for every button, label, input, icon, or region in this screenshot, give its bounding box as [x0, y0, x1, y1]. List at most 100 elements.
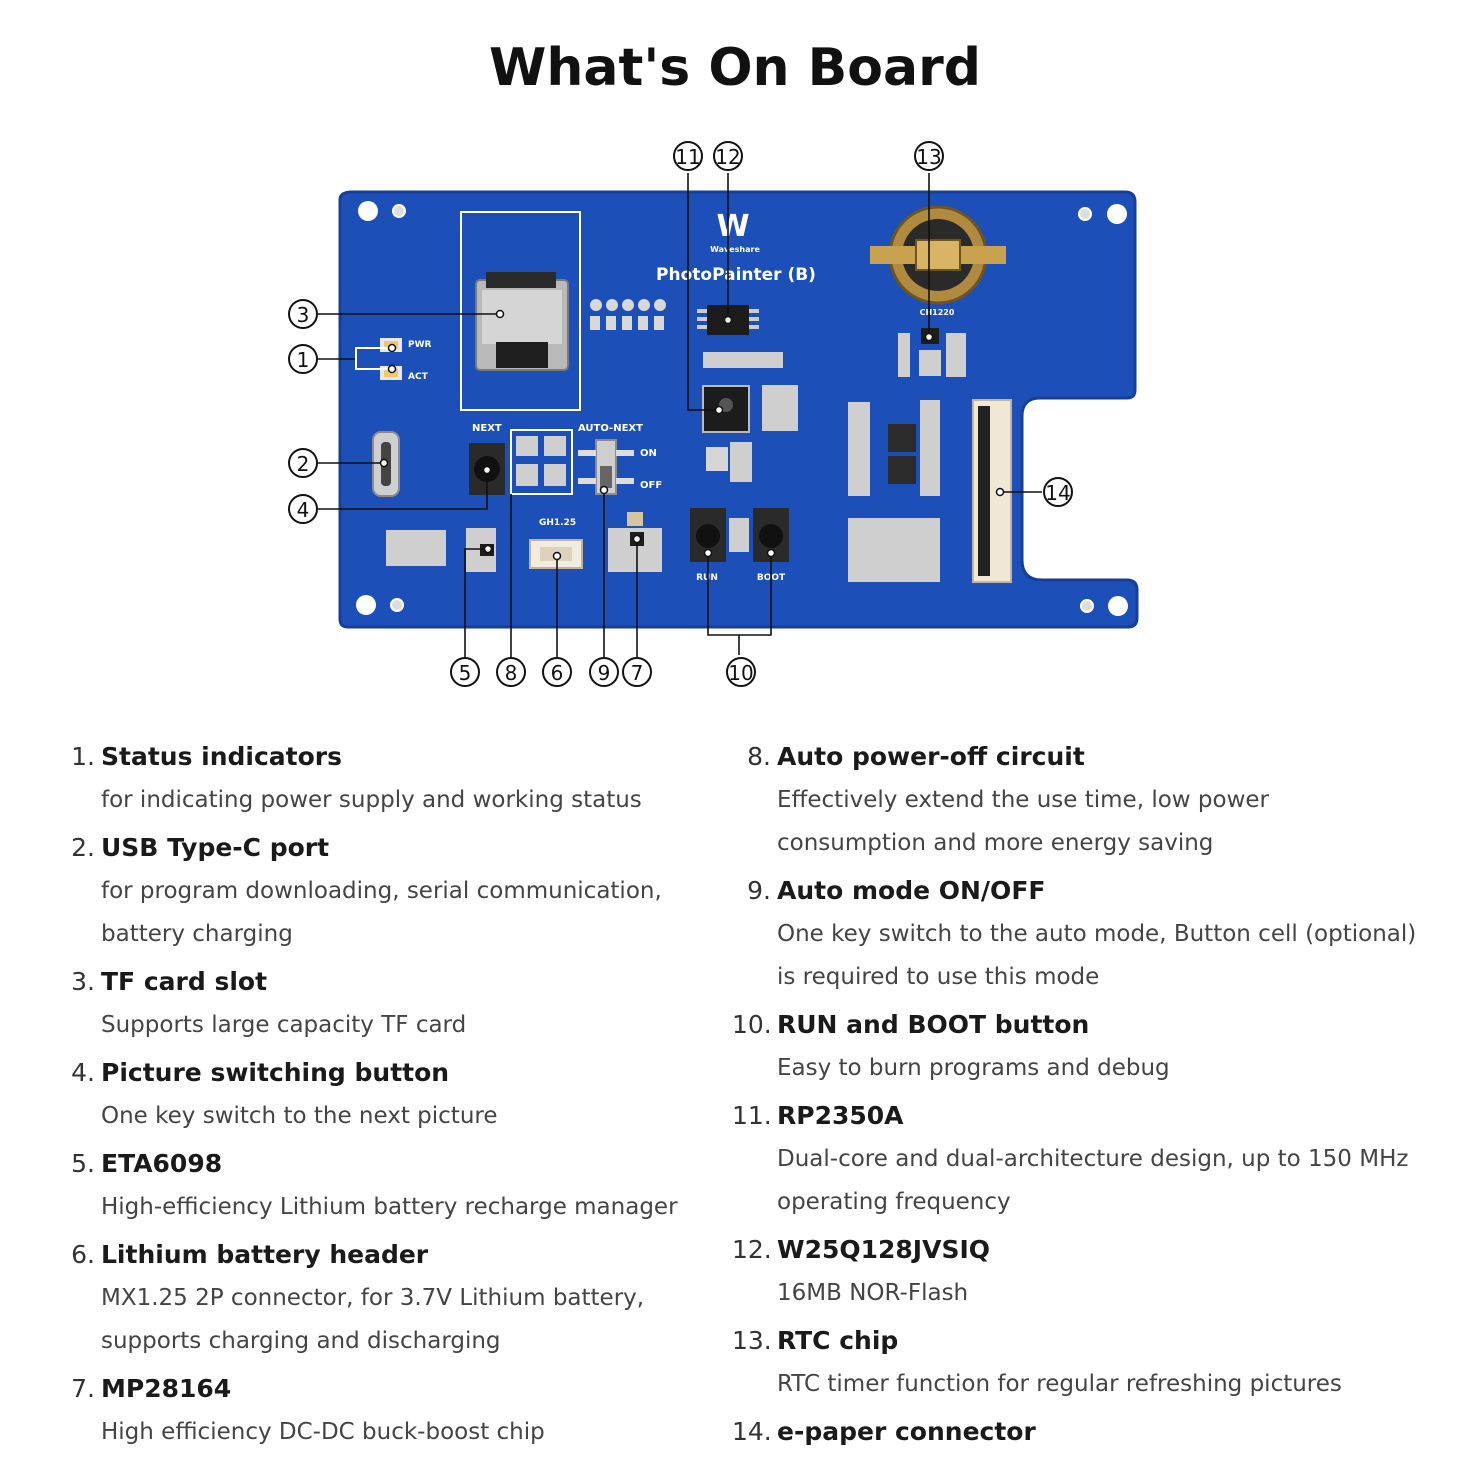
svg-text:9: 9	[598, 661, 611, 685]
rp2350-chip	[702, 385, 750, 433]
crystal	[706, 447, 728, 471]
feature-number: 8.	[747, 742, 771, 771]
feature-heading: 3.TF card slot	[70, 960, 710, 1004]
feature-heading: 13.RTC chip	[732, 1319, 1432, 1363]
callout-8: 8	[496, 657, 526, 687]
feature-description: consumption and more energy saving	[777, 830, 1214, 856]
feature-description: High efficiency DC-DC buck-boost chip	[101, 1419, 545, 1445]
feature-item: 1.Status indicators for indicating power …	[70, 735, 710, 822]
off-label: OFF	[640, 480, 662, 491]
feature-title: RUN and BOOT button	[777, 1010, 1090, 1039]
gh125-label: GH1.25	[539, 518, 576, 528]
feature-description: Supports large capacity TF card	[101, 1012, 467, 1038]
feature-number: 9.	[747, 876, 771, 905]
callout-11: 11	[673, 141, 703, 171]
feature-heading: 11.RP2350A	[732, 1094, 1432, 1138]
rtc-chip-label: CH1220	[920, 308, 955, 317]
feature-title: Auto power-off circuit	[777, 742, 1085, 771]
callout-6: 6	[542, 657, 572, 687]
feature-title: RP2350A	[777, 1101, 904, 1130]
feature-heading: 6.Lithium battery header	[70, 1233, 710, 1277]
feature-heading: 7.MP28164	[70, 1367, 710, 1411]
feature-item: 14.e-paper connector	[732, 1410, 1432, 1454]
act-label: ACT	[408, 372, 429, 382]
feature-number: 4.	[71, 1058, 95, 1087]
svg-text:14: 14	[1045, 481, 1070, 505]
component-block	[730, 442, 752, 482]
mounting-holes	[356, 201, 1128, 616]
leader-dots	[379, 309, 1005, 561]
feature-heading: 14.e-paper connector	[732, 1410, 1432, 1454]
feature-heading: 12.W25Q128JVSIQ	[732, 1228, 1432, 1272]
feature-number: 1.	[71, 742, 95, 771]
feature-title: ETA6098	[101, 1149, 223, 1178]
svg-text:4: 4	[297, 498, 310, 522]
feature-heading: 1.Status indicators	[70, 735, 710, 779]
callout-3: 3	[288, 299, 318, 329]
on-label: ON	[640, 448, 657, 459]
feature-number: 7.	[71, 1374, 95, 1403]
feature-number: 11.	[732, 1101, 772, 1130]
svg-text:5: 5	[459, 661, 472, 685]
feature-description: operating frequency	[777, 1189, 1011, 1215]
svg-text:8: 8	[505, 661, 518, 685]
feature-heading: 2.USB Type-C port	[70, 826, 710, 870]
feature-title: W25Q128JVSIQ	[777, 1235, 991, 1264]
auto-power-off-frame	[510, 429, 573, 495]
feature-title: USB Type-C port	[101, 833, 330, 862]
feature-description: One key switch to the next picture	[101, 1103, 498, 1129]
svg-text:3: 3	[297, 303, 310, 327]
product-name: PhotoPainter (B)	[656, 265, 816, 285]
callout-5: 5	[450, 657, 480, 687]
power-components	[848, 400, 940, 582]
feature-description: is required to use this mode	[777, 964, 1100, 990]
page-title: What's On Board	[489, 38, 981, 98]
feature-number: 3.	[71, 967, 95, 996]
feature-item: 9.Auto mode ON/OFF One key switch to the …	[732, 869, 1432, 999]
auto-next-label: AUTO-NEXT	[578, 423, 643, 434]
brand-name: Waveshare	[710, 245, 760, 254]
feature-title: Lithium battery header	[101, 1240, 429, 1269]
feature-number: 6.	[71, 1240, 95, 1269]
test-pads	[590, 299, 666, 330]
pwr-label: PWR	[408, 340, 432, 350]
svg-text:6: 6	[551, 661, 564, 685]
feature-number: 12.	[732, 1235, 772, 1264]
feature-heading: 4.Picture switching button	[70, 1051, 710, 1095]
feature-title: Auto mode ON/OFF	[777, 876, 1046, 905]
callout-13: 13	[914, 141, 944, 171]
feature-description: One key switch to the auto mode, Button …	[777, 921, 1417, 947]
rtc-components	[898, 333, 966, 377]
run-label: RUN	[696, 573, 718, 583]
feature-number: 5.	[71, 1149, 95, 1178]
feature-title: RTC chip	[777, 1326, 899, 1355]
feature-description: RTC timer function for regular refreshin…	[777, 1371, 1342, 1397]
callout-12: 12	[713, 141, 743, 171]
callout-14: 14	[1043, 477, 1073, 507]
callout-1: 1	[288, 344, 318, 374]
feature-description: High-efficiency Lithium battery recharge…	[101, 1194, 678, 1220]
callout-10: 10	[726, 657, 756, 687]
feature-description: Dual-core and dual-architecture design, …	[777, 1146, 1409, 1172]
svg-text:12: 12	[715, 145, 740, 169]
tf-card-slot	[475, 272, 569, 371]
feature-heading: 8.Auto power-off circuit	[732, 735, 1432, 779]
svg-text:11: 11	[675, 145, 700, 169]
svg-text:13: 13	[916, 145, 941, 169]
feature-number: 10.	[732, 1010, 772, 1039]
feature-description: supports charging and discharging	[101, 1328, 501, 1354]
board-diagram: W Waveshare PhotoPainter (B) PWR ACT CH1…	[288, 141, 1139, 687]
feature-description: for program downloading, serial communic…	[101, 878, 662, 904]
feature-item: 2.USB Type-C port for program downloading…	[70, 826, 710, 956]
feature-description: MX1.25 2P connector, for 3.7V Lithium ba…	[101, 1285, 645, 1311]
feature-title: MP28164	[101, 1374, 232, 1403]
feature-description: for indicating power supply and working …	[101, 787, 642, 813]
feature-description: battery charging	[101, 921, 293, 947]
feature-heading: 5.ETA6098	[70, 1142, 710, 1186]
